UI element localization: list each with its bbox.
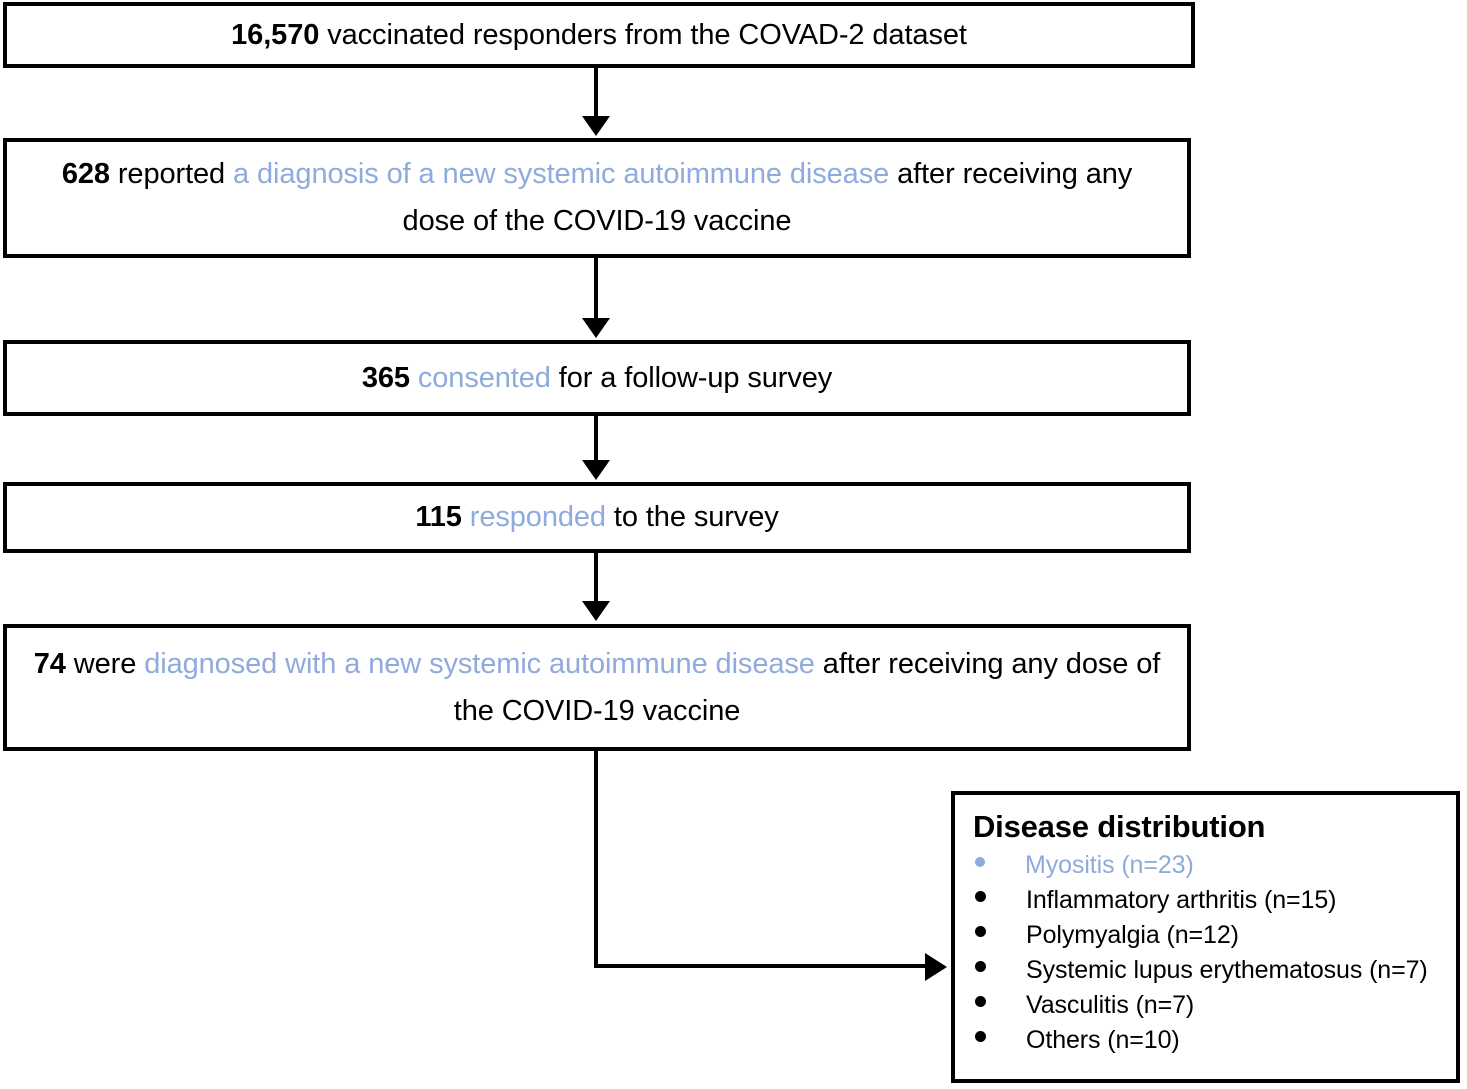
connector-line-1-2 [594,68,598,118]
reported-diagnosis-box-segment-2: a diagnosis of a new systemic autoimmune… [233,158,890,190]
responded-text: 115 responded to the survey [393,494,800,541]
disease-distribution-panel: Disease distribution Myositis (n=23) Infl… [951,791,1460,1083]
responded-box: 115 responded to the survey [3,482,1191,553]
reported-diagnosis-box-segment-1: reported [117,158,234,190]
confirmed-diagnosis-box-segment-2: diagnosed with a new systemic autoimmune… [144,647,815,680]
bullet-icon [975,961,986,972]
connector-line-2-3 [594,258,598,320]
disease-list-item: Polymyalgia (n=12) [969,921,1456,956]
source-population-box-segment-0: 16,570 [231,18,328,51]
disease-list-item: Myositis (n=23) [969,851,1456,886]
bullet-icon [975,891,986,902]
responded-box-segment-0: 115 [415,501,470,533]
disease-list-item: Others (n=10) [969,1026,1456,1061]
disease-list-item: Inflammatory arthritis (n=15) [969,886,1456,921]
consented-box: 365 consented for a follow-up survey [3,340,1191,416]
arrowhead-down-icon-4-5 [582,601,610,621]
disease-list-item: Systemic lupus erythematosus (n=7) [969,956,1456,991]
responded-box-segment-2: to the survey [605,501,779,533]
reported-diagnosis-box-segment-0: 628 [61,158,118,190]
disease-list-item-label: Inflammatory arthritis (n=15) [1026,886,1337,914]
arrowhead-down-icon-3-4 [582,460,610,480]
disease-distribution-title: Disease distribution [973,809,1266,844]
disease-list-item: Vasculitis (n=7) [969,991,1456,1026]
arrowhead-down-icon-2-3 [582,318,610,338]
bullet-icon [975,996,986,1007]
disease-list-item-label: Others (n=10) [1026,1026,1180,1054]
reported-diagnosis-text: 628 reported a diagnosis of a new system… [7,151,1187,245]
consented-box-segment-1: consented [417,361,551,394]
consented-box-segment-0: 365 [361,361,418,394]
responded-box-segment-1: responded [469,501,606,533]
source-population-text: 16,570 vaccinated responders from the CO… [209,12,989,59]
confirmed-diagnosis-box-segment-0: 74 [33,647,74,680]
disease-distribution-list: Myositis (n=23) Inflammatory arthritis (n… [969,851,1456,1061]
consented-box-segment-2: for a follow-up survey [550,361,833,394]
bullet-icon [975,1031,986,1042]
disease-list-item-label: Myositis (n=23) [1025,851,1194,879]
bullet-icon [975,926,986,937]
disease-list-item-label: Systemic lupus erythematosus (n=7) [1026,956,1428,984]
confirmed-diagnosis-text: 74 were diagnosed with a new systemic au… [7,641,1187,735]
reported-diagnosis-box-segment-3: after receiving any dose of the COVID-19… [402,158,1133,237]
source-population-box: 16,570 vaccinated responders from the CO… [3,2,1195,68]
arrowhead-right-icon [925,953,947,981]
connector-line-3-4 [594,416,598,462]
connector-line-4-5 [594,553,598,603]
source-population-box-segment-1: vaccinated responders from the COVAD-2 d… [327,18,967,51]
reported-diagnosis-box: 628 reported a diagnosis of a new system… [3,138,1191,258]
connector-elbow-horizontal [594,964,926,968]
confirmed-diagnosis-box-segment-3: after receiving any dose of the COVID-19… [453,647,1161,727]
disease-list-item-label: Polymyalgia (n=12) [1026,921,1239,949]
connector-elbow-vertical [594,751,598,968]
disease-list-item-label: Vasculitis (n=7) [1026,991,1195,1019]
confirmed-diagnosis-box-segment-1: were [73,647,145,680]
bullet-icon [975,857,985,867]
confirmed-diagnosis-box: 74 were diagnosed with a new systemic au… [3,624,1191,751]
consented-text: 365 consented for a follow-up survey [340,355,854,402]
arrowhead-down-icon-1-2 [582,116,610,136]
